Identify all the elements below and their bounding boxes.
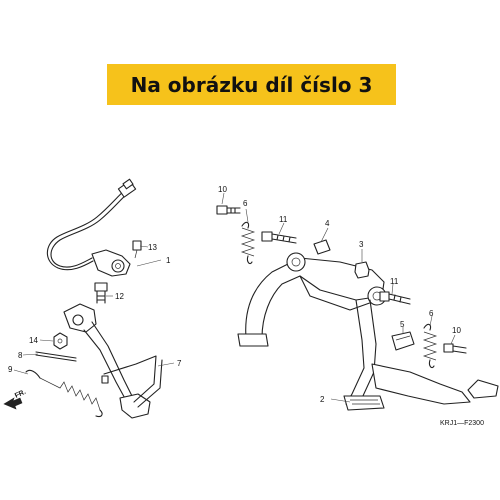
callout-13: 13 (148, 243, 157, 252)
callout-10b: 10 (452, 326, 461, 335)
callout-3: 3 (359, 240, 364, 249)
side-stand-switch-cable (46, 178, 137, 271)
side-stand-bar (63, 303, 163, 419)
spring-hook-pin (35, 351, 77, 362)
front-arrow-icon (3, 397, 23, 410)
front-arrow-label: FR. (14, 389, 27, 400)
front-direction-indicator: FR. (3, 389, 27, 410)
callout-12: 12 (115, 292, 124, 301)
callout-5: 5 (400, 320, 405, 329)
callout-11a: 11 (279, 215, 288, 224)
stand-bolt-10b (443, 343, 467, 354)
callout-14: 14 (29, 336, 38, 345)
banner-text: Na obrázku díl číslo 3 (130, 72, 373, 97)
callout-labels: 1 2 3 4 5 6 6 7 8 9 10 10 11 11 12 13 14 (8, 185, 461, 404)
pivot-bolt-11a (261, 231, 297, 244)
callout-10a: 10 (218, 185, 227, 194)
callout-9: 9 (8, 365, 13, 374)
callout-8: 8 (18, 351, 23, 360)
stand-bolt-small (101, 375, 109, 384)
main-stand-frame (237, 252, 499, 411)
pivot-bolt-11b (379, 291, 411, 305)
callout-1: 1 (166, 256, 171, 265)
callout-11b: 11 (390, 277, 399, 286)
callout-6b: 6 (429, 309, 434, 318)
side-stand-spring (25, 369, 103, 418)
collar-3 (354, 261, 370, 279)
stand-spring-6b (422, 323, 438, 369)
drawing-code: KRJ1—F2300 (440, 420, 484, 427)
stand-spring-6a (240, 221, 256, 265)
callout-7: 7 (177, 359, 182, 368)
callout-4: 4 (325, 219, 330, 228)
leader-lines (13, 192, 456, 403)
callout-6a: 6 (243, 199, 248, 208)
stand-bolt-10a (216, 205, 241, 215)
pivot-bolt (94, 282, 108, 304)
stand-nut (53, 332, 68, 350)
switch-screw (132, 240, 142, 259)
collar-4 (313, 239, 331, 255)
stopper-rubber-5 (391, 331, 415, 351)
part-number-banner: Na obrázku díl číslo 3 (107, 64, 396, 105)
side-stand-switch (91, 249, 131, 277)
callout-2: 2 (320, 395, 325, 404)
